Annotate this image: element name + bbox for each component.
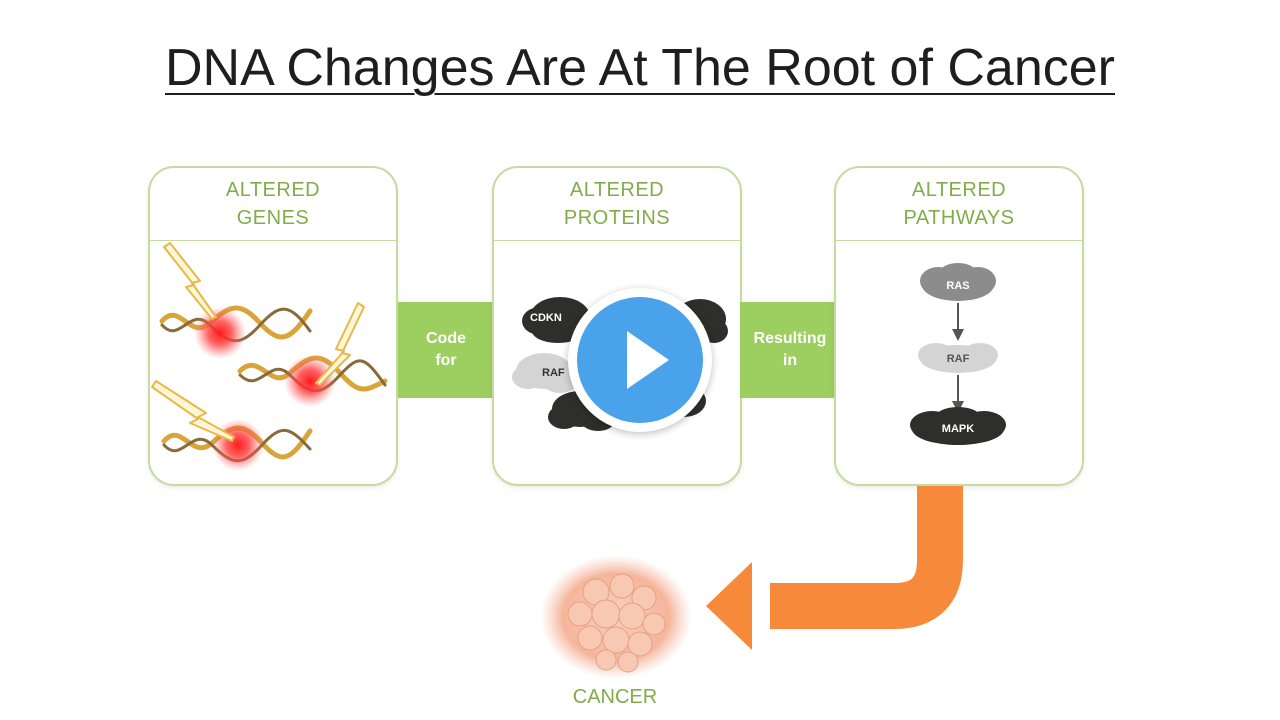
panel-header-line2: GENES <box>236 207 310 229</box>
mutation-glow <box>212 419 264 471</box>
panel-header-line1: ALTERED <box>225 179 321 201</box>
panel-header-line2: PATHWAYS <box>903 207 1015 229</box>
panel-altered-genes: ALTERED GENES <box>148 166 398 486</box>
arrow-code-for: Code for <box>398 302 518 398</box>
pathway-label-raf: RAF <box>946 353 970 365</box>
panel-header: ALTERED PATHWAYS <box>836 168 1082 241</box>
panel-header-line1: ALTERED <box>911 179 1007 201</box>
cancer-cell-icon <box>540 555 692 679</box>
arrow-label-line1: Code <box>426 330 466 347</box>
panel-altered-pathways: ALTERED PATHWAYS RAS RAF MAPK <box>834 166 1084 486</box>
page-title: DNA Changes Are At The Root of Cancer <box>164 39 1115 97</box>
protein-label-cdkn: CDKN <box>530 312 562 324</box>
mutation-glow <box>194 307 246 359</box>
lightning-icon <box>151 242 365 442</box>
pathway-illustration: RAS RAF MAPK <box>836 241 1082 483</box>
genes-illustration <box>150 241 396 483</box>
arrow-resulting-in: Resulting in <box>740 302 860 398</box>
arrow-label-line2: for <box>435 352 457 369</box>
pathway-arrow-head <box>952 329 964 341</box>
pathway-node-raf <box>918 343 998 373</box>
play-button[interactable] <box>568 288 712 432</box>
play-icon <box>627 331 669 389</box>
panel-altered-proteins: ALTERED PROTEINS CDKN RAF <box>492 166 742 486</box>
arrow-label-line1: Resulting <box>753 330 827 347</box>
panel-header: ALTERED PROTEINS <box>494 168 740 241</box>
panel-header: ALTERED GENES <box>150 168 396 241</box>
panel-header-line2: PROTEINS <box>563 207 671 229</box>
pathway-node-mapk <box>910 407 1006 445</box>
pathway-label-mapk: MAPK <box>941 423 975 435</box>
panel-header-line1: ALTERED <box>569 179 665 201</box>
cancer-label: CANCER <box>572 686 658 708</box>
mutation-glow <box>284 355 336 407</box>
pathway-label-ras: RAS <box>946 280 970 292</box>
pathway-node-ras <box>920 263 996 301</box>
protein-label-raf: RAF <box>542 367 565 379</box>
arrow-label-line2: in <box>782 352 798 369</box>
play-button-circle[interactable] <box>577 297 703 423</box>
